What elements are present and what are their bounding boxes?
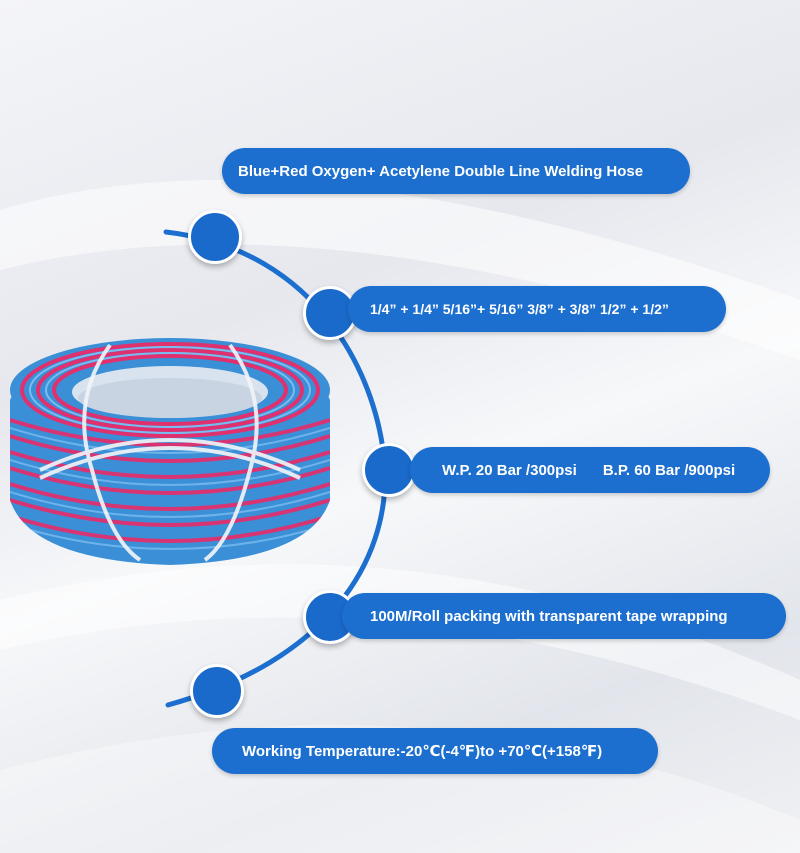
working-pressure: W.P. 20 Bar /300psi [442, 461, 577, 479]
product-title-pill: Blue+Red Oxygen+ Acetylene Double Line W… [222, 148, 690, 194]
temperature-pill: Working Temperature:-20℃(-4℉)to +70℃(+15… [212, 728, 658, 774]
pressure-pill: W.P. 20 Bar /300psi B.P. 60 Bar /900psi [410, 447, 770, 493]
sizes-pill: 1/4” + 1/4” 5/16”+ 5/16” 3/8” + 3/8” 1/2… [348, 286, 726, 332]
burst-pressure: B.P. 60 Bar /900psi [602, 461, 736, 479]
sizes-text: 1/4” + 1/4” 5/16”+ 5/16” 3/8” + 3/8” 1/2… [370, 301, 669, 317]
timeline-dot-1 [188, 210, 242, 264]
timeline-dot-5 [190, 664, 244, 718]
product-title: Blue+Red Oxygen+ Acetylene Double Line W… [238, 162, 644, 180]
temperature-text: Working Temperature:-20℃(-4℉)to +70℃(+15… [242, 743, 603, 760]
timeline-dot-3 [362, 443, 416, 497]
packing-text: 100M/Roll packing with transparent tape … [370, 607, 728, 625]
packing-pill: 100M/Roll packing with transparent tape … [342, 593, 786, 639]
